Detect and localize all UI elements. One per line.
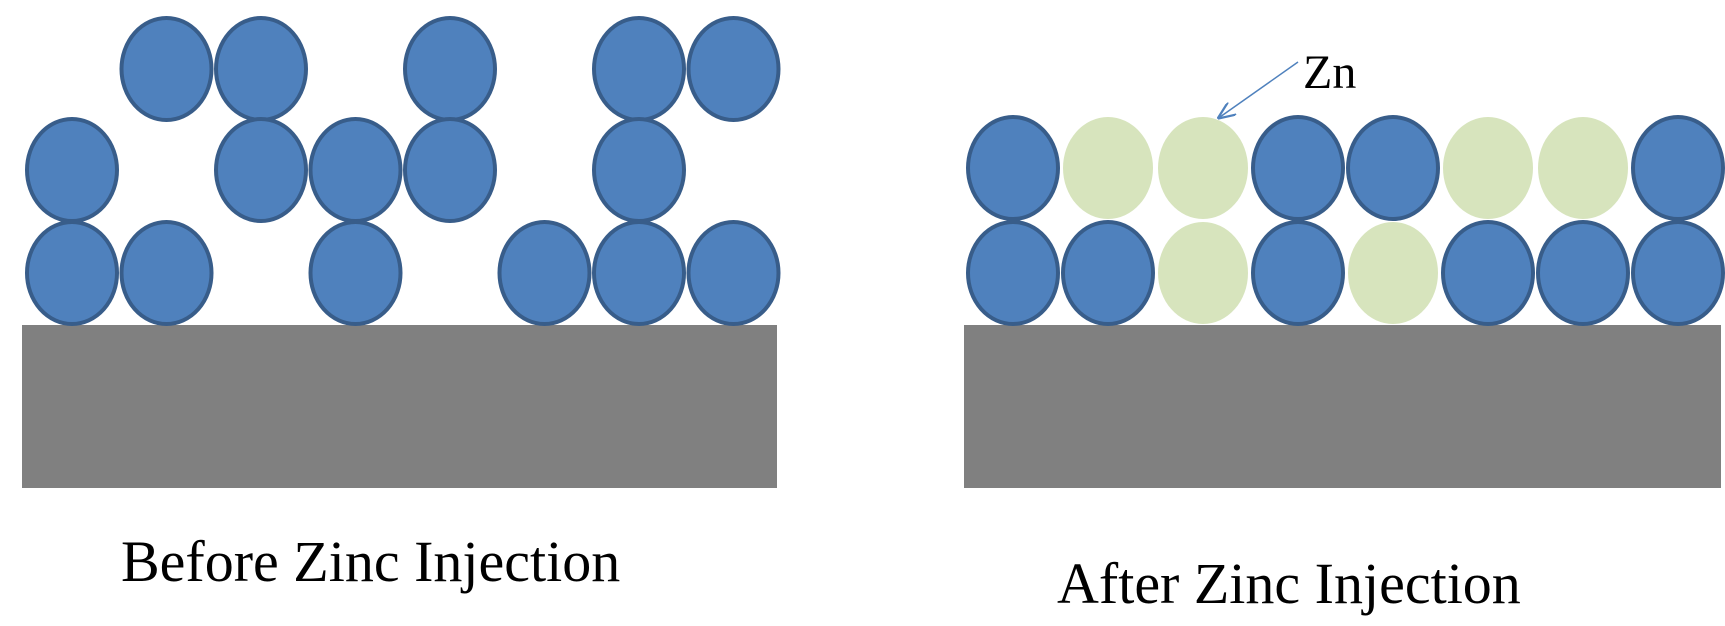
oxide-particle [592, 117, 686, 223]
oxide-particle [403, 117, 497, 223]
zn-pointer-arrow [1220, 61, 1299, 117]
oxide-particle [308, 220, 403, 326]
before-caption: Before Zinc Injection [121, 529, 621, 594]
zinc-particle [1158, 117, 1248, 219]
oxide-particle [1346, 115, 1440, 221]
oxide-particle [497, 220, 592, 326]
zinc-particle [1063, 117, 1153, 219]
zinc-particle [1158, 222, 1248, 324]
oxide-particle [1441, 220, 1535, 326]
oxide-particle [25, 117, 119, 223]
oxide-particle [119, 16, 214, 122]
zinc-particle [1538, 117, 1628, 219]
oxide-particle [592, 16, 686, 122]
zinc-particle [1348, 222, 1438, 324]
oxide-particle [966, 220, 1060, 326]
oxide-particle [403, 16, 497, 122]
zinc-particle [1443, 117, 1533, 219]
oxide-particle [686, 16, 781, 122]
substrate-after [964, 325, 1721, 488]
oxide-particle [25, 220, 119, 326]
oxide-particle [214, 16, 308, 122]
oxide-particle [1631, 220, 1725, 326]
oxide-particle [966, 115, 1060, 221]
oxide-particle [1631, 115, 1725, 221]
oxide-particle [592, 220, 686, 326]
zn-annotation-label: Zn [1303, 46, 1357, 99]
oxide-particle [214, 117, 308, 223]
oxide-particle [1251, 115, 1345, 221]
oxide-particle [1251, 220, 1345, 326]
oxide-particle [308, 117, 403, 223]
oxide-particle [1536, 220, 1630, 326]
before-panel [22, 16, 781, 488]
oxide-particle [1061, 220, 1155, 326]
oxide-particle [119, 220, 214, 326]
substrate-before [22, 325, 777, 488]
after-panel [964, 61, 1725, 488]
oxide-particle [686, 220, 781, 326]
after-caption: After Zinc Injection [1057, 551, 1521, 616]
